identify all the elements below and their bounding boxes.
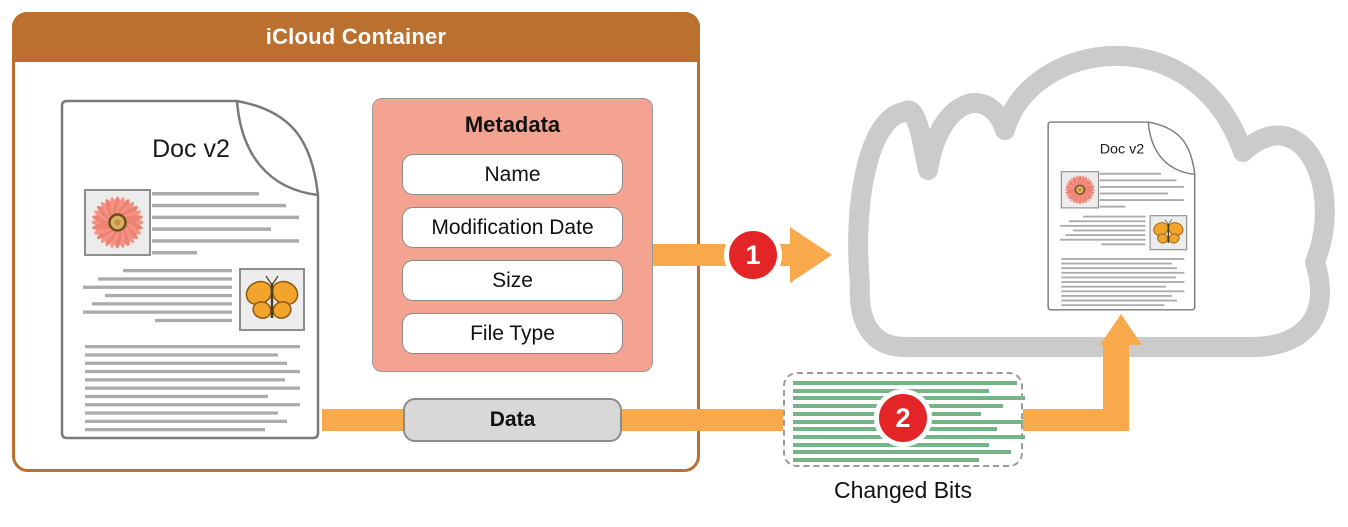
document-large: Doc v2 — [60, 99, 320, 440]
document-fold-crease — [1147, 122, 1195, 176]
step-2-badge: 2 — [874, 389, 932, 447]
document-text-lines — [83, 192, 300, 432]
icloud-container-title: iCloud Container — [265, 24, 447, 49]
metadata-item-modification-date: Modification Date — [402, 207, 623, 248]
metadata-title: Metadata — [464, 112, 561, 137]
data-bar: Data — [403, 398, 622, 442]
step-1-badge: 1 — [724, 226, 782, 284]
document-title: Doc v2 — [152, 135, 230, 163]
document-small-in-cloud: Doc v2 — [1047, 121, 1196, 311]
metadata-item-size: Size — [402, 260, 623, 301]
butterfly-image-icon — [1149, 215, 1188, 251]
changed-bits-line — [793, 450, 1011, 455]
metadata-item-name: Name — [402, 154, 623, 195]
flower-image-icon — [1060, 171, 1100, 209]
cloud-document-title: Doc v2 — [1100, 140, 1145, 156]
changed-bits-label: Changed Bits — [833, 477, 973, 503]
flower-image-icon — [84, 189, 151, 256]
document-text-lines — [1060, 172, 1185, 307]
icloud-container-header: iCloud Container — [12, 12, 700, 62]
changed-bits-line — [793, 381, 1017, 385]
metadata-item-file-type: File Type — [402, 313, 623, 354]
document-fold-crease — [235, 100, 319, 197]
changed-bits-line — [793, 458, 979, 462]
butterfly-image-icon — [239, 268, 305, 331]
metadata-box: Metadata Name Modification Date Size Fil… — [372, 98, 653, 372]
